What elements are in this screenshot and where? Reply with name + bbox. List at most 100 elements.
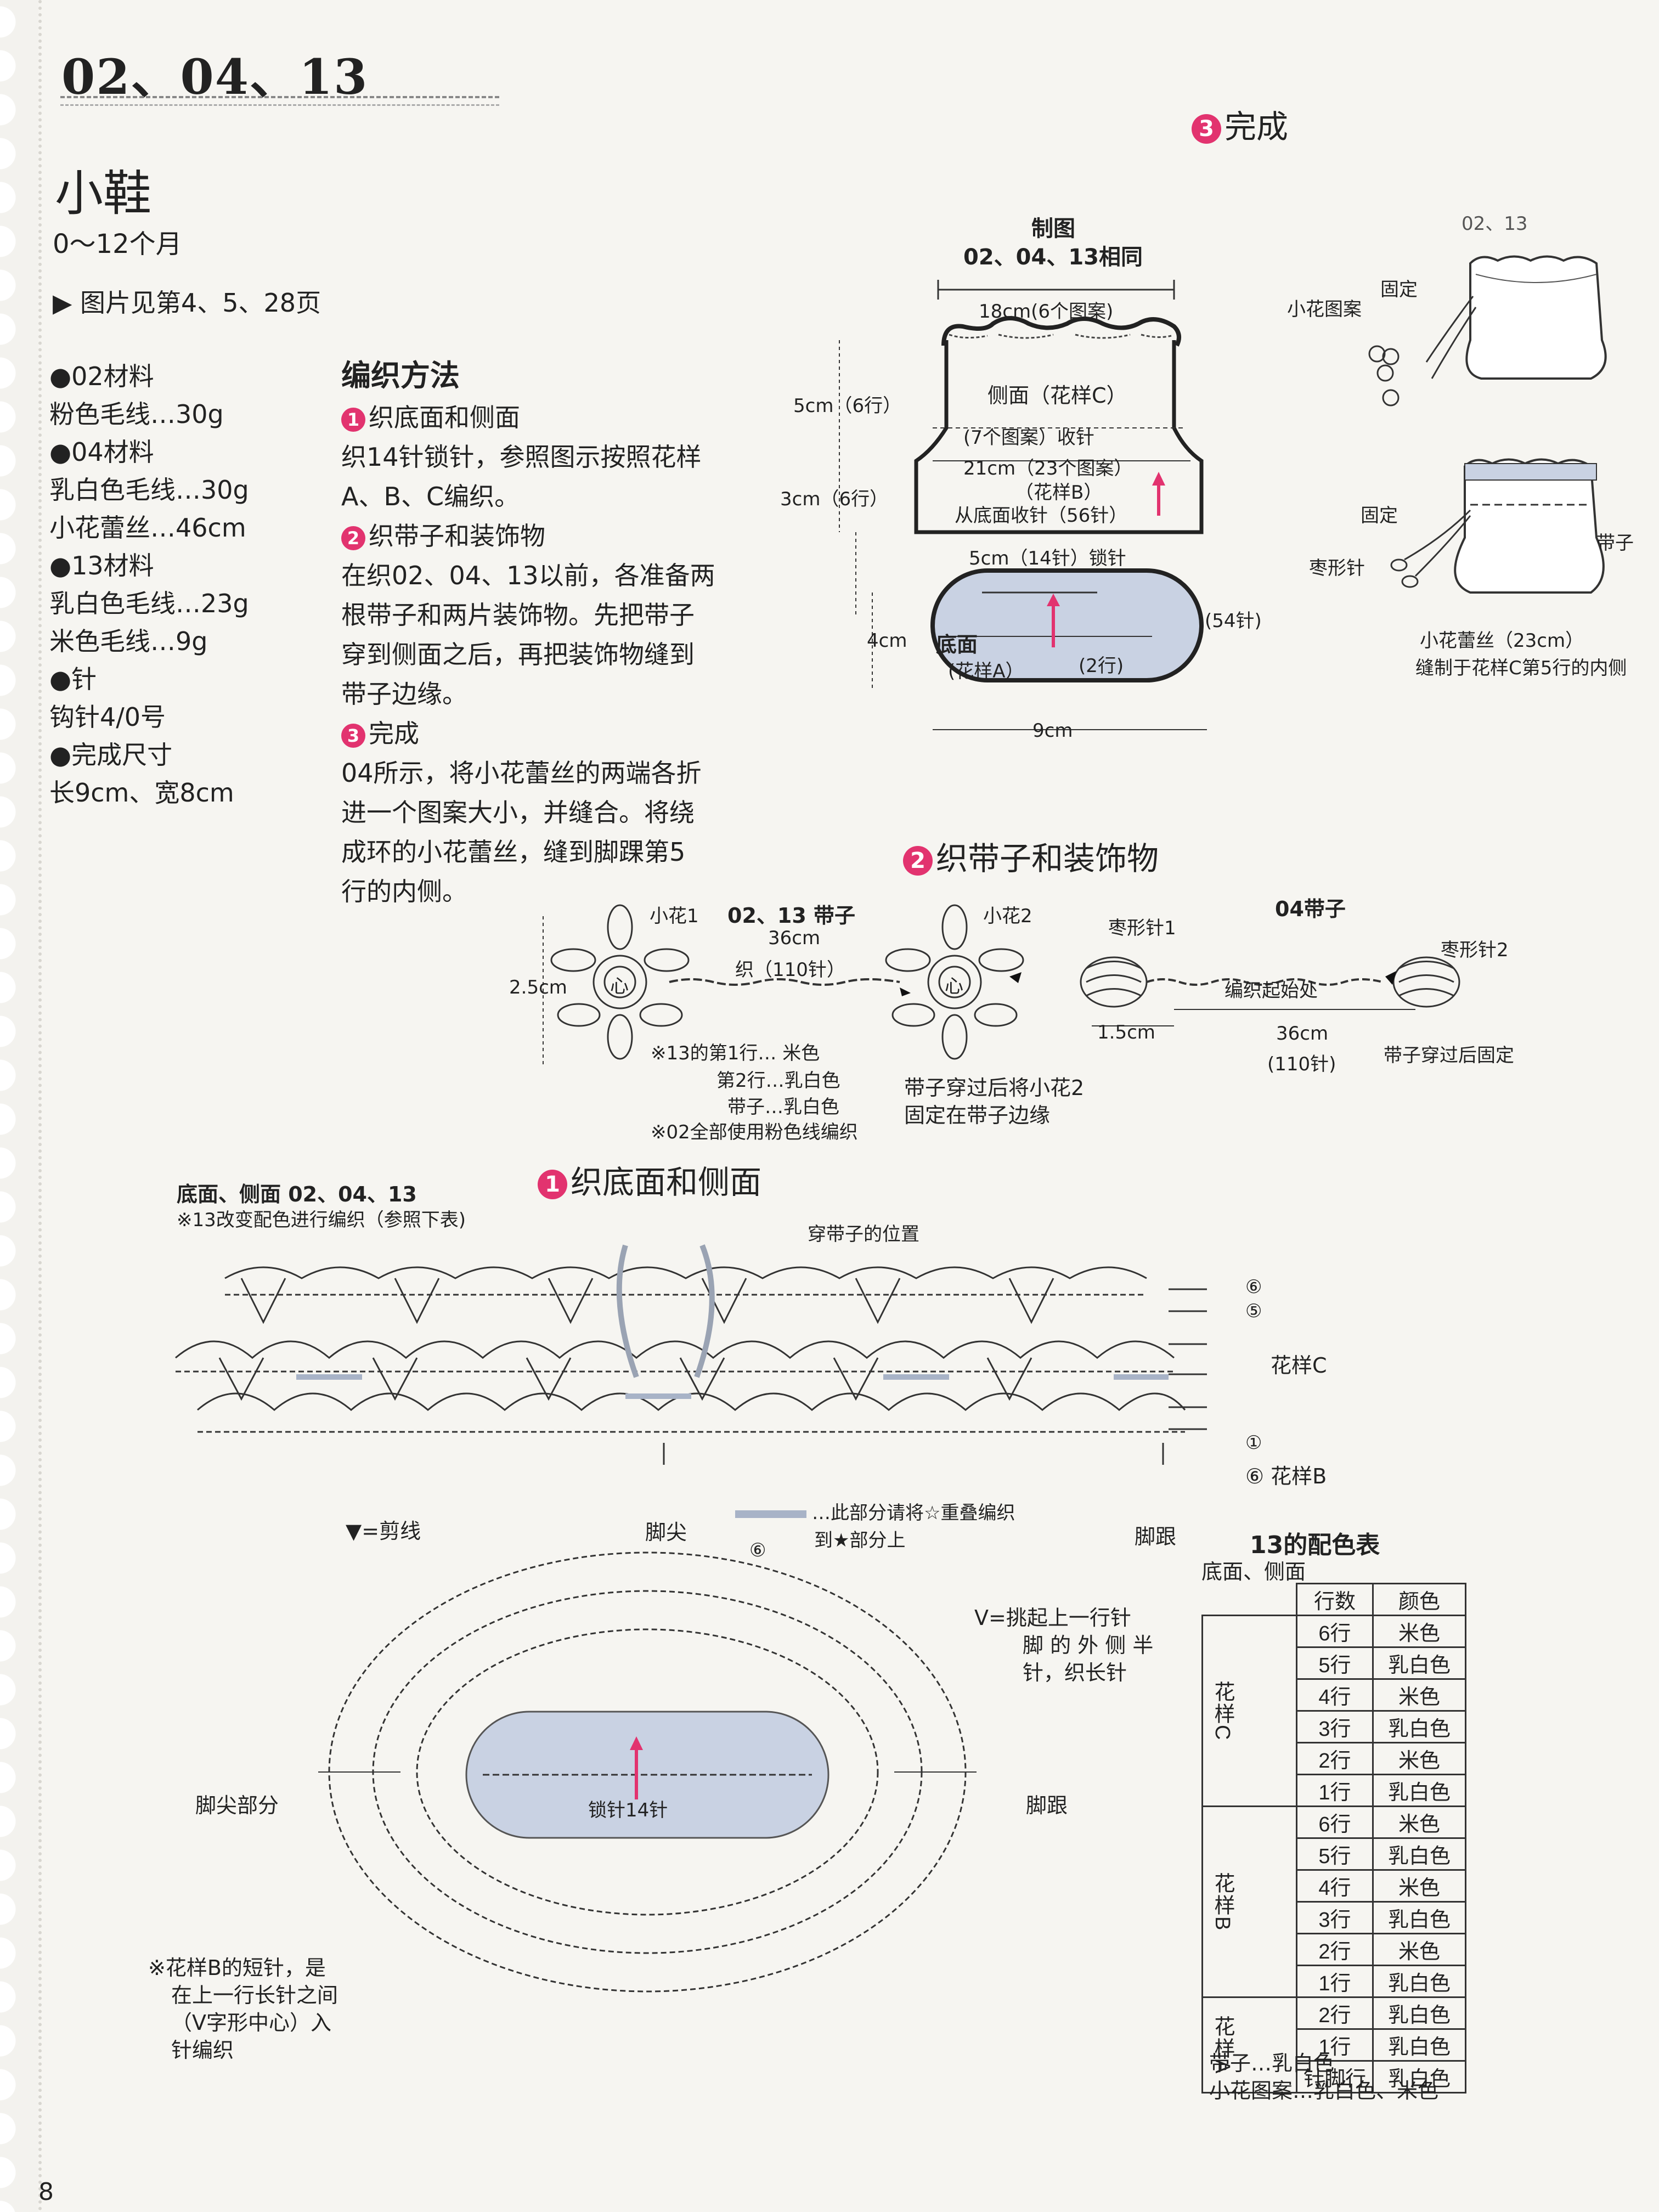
chart-label-2: ※13改变配色进行编织（参照下表) — [177, 1209, 466, 1231]
flower-center-1: 心 — [610, 975, 629, 997]
heel-part-label: 脚跟 — [1026, 1793, 1068, 1818]
pattern-c-label: 花样C — [1271, 1353, 1327, 1378]
header-divider — [60, 96, 499, 98]
table-cell: 针脚行 — [1296, 2060, 1374, 2094]
plan-title: 制图 — [1031, 216, 1075, 241]
materials-line: ●04材料 — [49, 437, 154, 467]
toe-part-label: 脚尖部分 — [195, 1793, 279, 1818]
pattern-b-label: ⑥ 花样B — [1245, 1464, 1327, 1488]
plan-stitches: (54针) — [1205, 610, 1262, 632]
strap-flower2-label: 小花2 — [983, 905, 1032, 927]
step-number-badge: 1 — [538, 1169, 567, 1199]
row-marker-6: ⑥ — [1245, 1276, 1262, 1298]
plan-mid-width: 21cm（23个图案） — [963, 458, 1133, 479]
v-stitch-note-3: 针，织长针 — [1023, 1661, 1127, 1685]
table-cell: 2行 — [1296, 1742, 1374, 1775]
strap-note-4: ※02全部使用粉色线编织 — [651, 1121, 858, 1143]
plan-bottom-width: 9cm — [1032, 720, 1073, 742]
method-step-title: 织底面和侧面 — [369, 403, 520, 432]
table-cell: 6行 — [1296, 1615, 1374, 1648]
materials-line: ●13材料 — [49, 551, 154, 580]
scalloped-edge — [0, 0, 49, 2212]
table-header-rows: 行数 — [1296, 1583, 1374, 1616]
group-b-label: 花样B — [1211, 1872, 1234, 1932]
plan-subtitle: 02、04、13相同 — [963, 245, 1143, 270]
materials-line: 粉色毛线…30g — [49, 399, 224, 429]
table-cell: 乳白色 — [1372, 1710, 1466, 1743]
bottom-row-marker: ⑥ — [749, 1539, 766, 1561]
strap-note-1: ※13的第1行… 米色 — [651, 1042, 820, 1064]
method-text: 带子边缘。 — [341, 679, 467, 709]
strap-04-label: 04带子 — [1275, 897, 1346, 921]
short-stitch-note-2: 在上一行长针之间 — [171, 1983, 338, 2007]
plan-side-label: 侧面（花样C） — [988, 383, 1127, 408]
overlap-note-1: …此部分请将☆重叠编织 — [735, 1498, 1015, 1525]
cut-legend: ▼=剪线 — [346, 1519, 421, 1543]
v-stitch-note-2: 脚 的 外 侧 半 — [1023, 1633, 1154, 1657]
plan-height-lower: 3cm（6行） — [780, 488, 889, 510]
page-title: 小鞋 — [55, 165, 152, 222]
jujube-2-label: 枣形针2 — [1441, 939, 1509, 961]
table-cell: 6行 — [1296, 1805, 1374, 1839]
straps-diagram — [543, 904, 1460, 1064]
table-cell: 乳白色 — [1372, 1646, 1466, 1680]
complete-lace-label: 小花蕾丝（23cm） — [1420, 630, 1584, 652]
plan-rows: (2行) — [1079, 655, 1124, 677]
chain14-label: 锁针14针 — [588, 1799, 668, 1821]
strap-0213-label: 02、13 带子 — [727, 904, 855, 928]
strap-length-label: 36cm — [768, 927, 821, 949]
short-stitch-note-3: （V字形中心）入 — [171, 2011, 331, 2035]
strap-fixed-label: 带子穿过后固定 — [1384, 1045, 1514, 1066]
complete-title: 完成 — [1224, 108, 1289, 145]
table-cell: 米色 — [1372, 1678, 1466, 1712]
table-header-color: 颜色 — [1372, 1583, 1466, 1616]
table-corner — [1202, 1583, 1297, 1616]
strap-flower1-label: 小花1 — [650, 905, 699, 927]
complete-flower-label: 小花图案 — [1287, 298, 1362, 320]
finished-shoe-illustration — [1368, 255, 1607, 594]
table-cell: 1行 — [1296, 1774, 1374, 1807]
materials-line: ●完成尺寸 — [49, 740, 173, 770]
table-cell: 米色 — [1372, 1933, 1466, 1966]
short-stitch-note-1: ※花样B的短针，是 — [148, 1956, 326, 1980]
materials-line: 小花蕾丝…46cm — [49, 513, 246, 543]
color-table-foot-2: 小花图案…乳白色、米色 — [1209, 2079, 1439, 2103]
complete-fix-label-1: 固定 — [1380, 279, 1418, 301]
strap-36-label: 36cm — [1276, 1023, 1329, 1045]
group-b-cell: 花样B — [1201, 1805, 1297, 1998]
table-cell: 米色 — [1372, 1869, 1466, 1903]
method-text: 进一个图案大小，并缝合。将绕 — [341, 798, 695, 827]
complete-fix-label-2: 固定 — [1361, 505, 1398, 527]
complete-lace-note: 缝制于花样C第5行的内侧 — [1415, 657, 1627, 679]
strap-110-label: (110针) — [1267, 1053, 1336, 1075]
method-text: 织14针锁针，参照图示按照花样 — [341, 442, 702, 472]
overlap-note-text: …此部分请将☆重叠编织 — [812, 1502, 1015, 1524]
step-number-badge: 3 — [1192, 114, 1221, 144]
method-text: A、B、C编织。 — [341, 482, 520, 511]
method-step-title: 完成 — [369, 719, 419, 748]
color-table: 行数 颜色 花样C 6行米色 5行乳白色 4行米色 3行乳白色 2行米色 1行乳… — [1201, 1583, 1466, 2094]
table-cell: 乳白色 — [1372, 2028, 1466, 2062]
plan-bottom-label: 底面 — [936, 633, 978, 657]
straps-title: 织带子和装饰物 — [936, 840, 1159, 877]
complete-strap-label: 带子 — [1596, 532, 1634, 554]
table-cell: 米色 — [1372, 1742, 1466, 1775]
side-stitch-chart — [175, 1244, 1207, 1465]
group-c-cell: 花样C — [1201, 1615, 1297, 1807]
step-number-badge: 3 — [341, 723, 365, 748]
table-cell: 5行 — [1296, 1837, 1374, 1871]
table-cell: 乳白色 — [1372, 1965, 1466, 1998]
header-divider-2 — [60, 104, 499, 106]
table-cell: 1行 — [1296, 2028, 1374, 2062]
plan-top-width: 18cm(6个图案) — [979, 301, 1114, 323]
method-text: 在织02、04、13以前，各准备两 — [341, 561, 715, 590]
step-number-badge: 1 — [341, 407, 365, 432]
flower-center-2: 心 — [945, 975, 963, 997]
plan-chain: 5cm（14针）锁针 — [969, 548, 1126, 569]
strap-fix-note-1: 带子穿过后将小花2 — [904, 1076, 1085, 1100]
overlap-note-2: 到★部分上 — [814, 1530, 906, 1551]
strap-start-label: 编织起始处 — [1224, 980, 1318, 1002]
